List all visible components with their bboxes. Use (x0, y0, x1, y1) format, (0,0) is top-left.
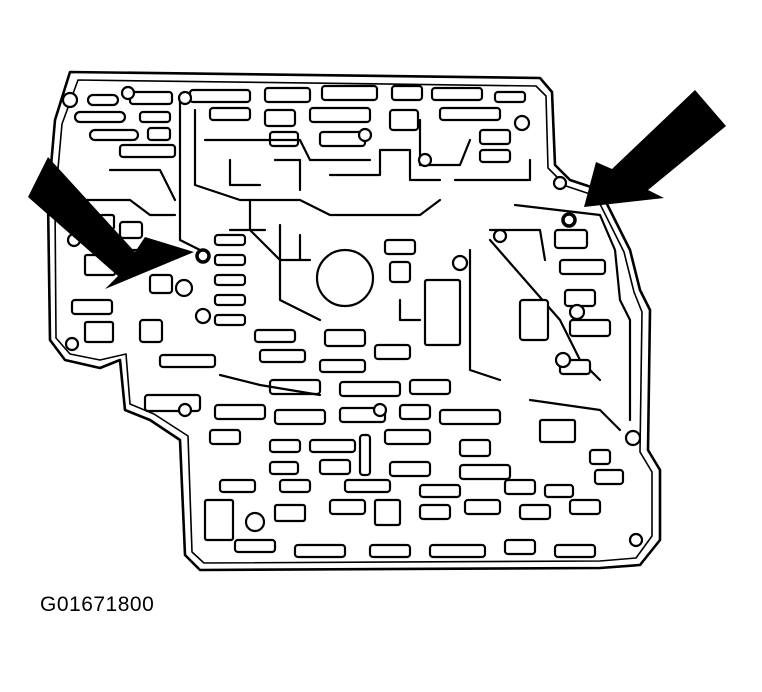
right-pointer-arrow (584, 90, 726, 207)
bolt-holes (61, 85, 644, 548)
separator-plate-outline (46, 70, 662, 572)
left-check-ball-location (195, 248, 211, 264)
lower-slot-cluster (143, 373, 622, 559)
left-pointer-arrow (28, 157, 194, 289)
separator-plate-inner-edge (54, 79, 653, 564)
top-slot-row (73, 84, 527, 164)
center-bore (315, 248, 375, 308)
right-section (488, 203, 632, 486)
upper-fluid-passages (68, 98, 532, 262)
right-check-ball-location (561, 212, 577, 228)
figure-id-label: G01671800 (40, 593, 155, 616)
center-section (268, 223, 547, 398)
